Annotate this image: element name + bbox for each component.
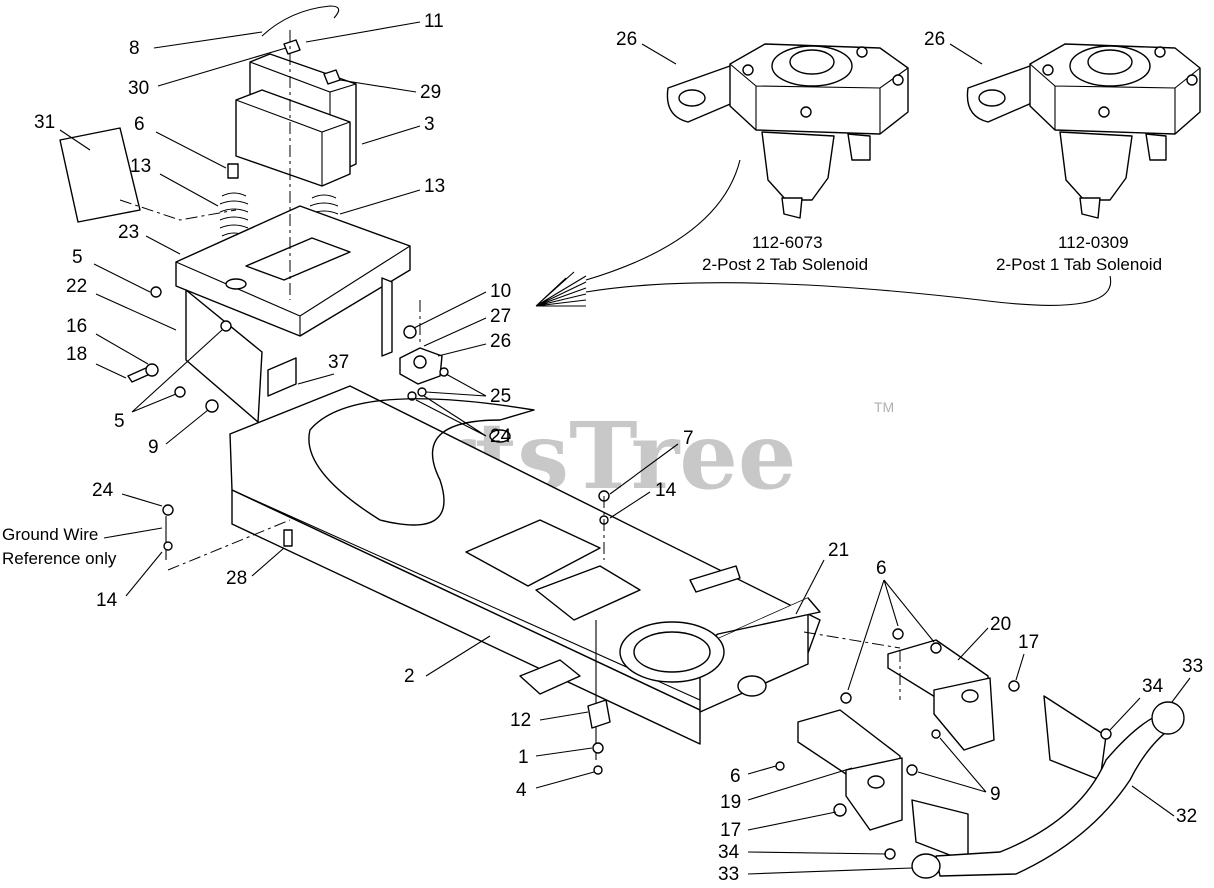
watermark-trademark: TM [874, 399, 894, 415]
callout-5: 5 [114, 411, 125, 432]
rod-assembly [283, 490, 611, 775]
callout-20: 20 [990, 614, 1011, 635]
callout-14: 14 [96, 590, 118, 611]
callout-9: 9 [148, 437, 159, 458]
callout-7: 7 [683, 428, 694, 449]
callout-9: 9 [990, 784, 1001, 805]
callout-27: 27 [490, 306, 511, 327]
main-frame [229, 385, 821, 745]
callout-8: 8 [129, 38, 140, 59]
callout-33: 33 [1182, 656, 1203, 677]
ground-wire-note-line1: Ground Wire [2, 525, 98, 544]
callout-6: 6 [876, 558, 887, 579]
callout-6: 6 [134, 114, 145, 135]
callout-1: 1 [518, 747, 529, 768]
callout-22: 22 [66, 276, 87, 297]
seat-mount-plate [175, 205, 411, 423]
callout-13: 13 [130, 156, 151, 177]
solenoid-112-0309 [966, 43, 1201, 219]
callout-33: 33 [718, 864, 739, 885]
callout-5: 5 [72, 247, 83, 268]
callout-18: 18 [66, 344, 87, 365]
callout-28: 28 [226, 568, 247, 589]
callout-10: 10 [490, 281, 511, 302]
solenoid-112-6073 [666, 43, 909, 219]
solenoid-2-number: 112-0309 [1058, 233, 1129, 252]
callout-31: 31 [34, 112, 55, 133]
spring-left [219, 163, 249, 237]
bracket-upper-right [887, 628, 1020, 751]
bracket-lower-right [775, 692, 918, 831]
callout-26: 26 [924, 29, 945, 50]
callout-4: 4 [516, 780, 527, 801]
callout-16: 16 [66, 316, 87, 337]
callout-34: 34 [718, 842, 740, 863]
callout-14: 14 [655, 480, 677, 501]
callout-26: 26 [490, 331, 511, 352]
callout-30: 30 [128, 78, 149, 99]
solenoid-1-description: 2-Post 2 Tab Solenoid [702, 255, 868, 274]
pointer-fan [535, 271, 587, 307]
callout-32: 32 [1176, 806, 1197, 827]
callout-17: 17 [1018, 632, 1039, 653]
callout-24: 24 [490, 426, 512, 447]
fasteners-left [127, 286, 417, 413]
callout-23: 23 [118, 222, 139, 243]
callout-19: 19 [720, 792, 741, 813]
callout-2: 2 [404, 666, 415, 687]
callout-24: 24 [92, 480, 114, 501]
ground-wire-hardware [162, 504, 174, 560]
callout-21: 21 [828, 540, 849, 561]
solenoid-mount-small [399, 347, 449, 401]
solenoid-2-description: 2-Post 1 Tab Solenoid [996, 255, 1162, 274]
callout-11: 11 [424, 11, 444, 32]
callout-25: 25 [490, 386, 511, 407]
callout-29: 29 [420, 82, 441, 103]
callout-6: 6 [730, 766, 741, 787]
callout-3: 3 [424, 114, 435, 135]
callout-34: 34 [1142, 676, 1164, 697]
callout-12: 12 [510, 710, 531, 731]
front-bumper [884, 695, 1185, 879]
ground-wire-note-line2: Reference only [2, 549, 117, 568]
solenoid-1-number: 112-6073 [752, 233, 823, 252]
insulator-pad [59, 127, 141, 223]
battery-tray [235, 89, 351, 187]
callout-26: 26 [616, 29, 637, 50]
callout-13: 13 [424, 176, 445, 197]
callout-17: 17 [720, 820, 741, 841]
callout-37: 37 [328, 352, 349, 373]
